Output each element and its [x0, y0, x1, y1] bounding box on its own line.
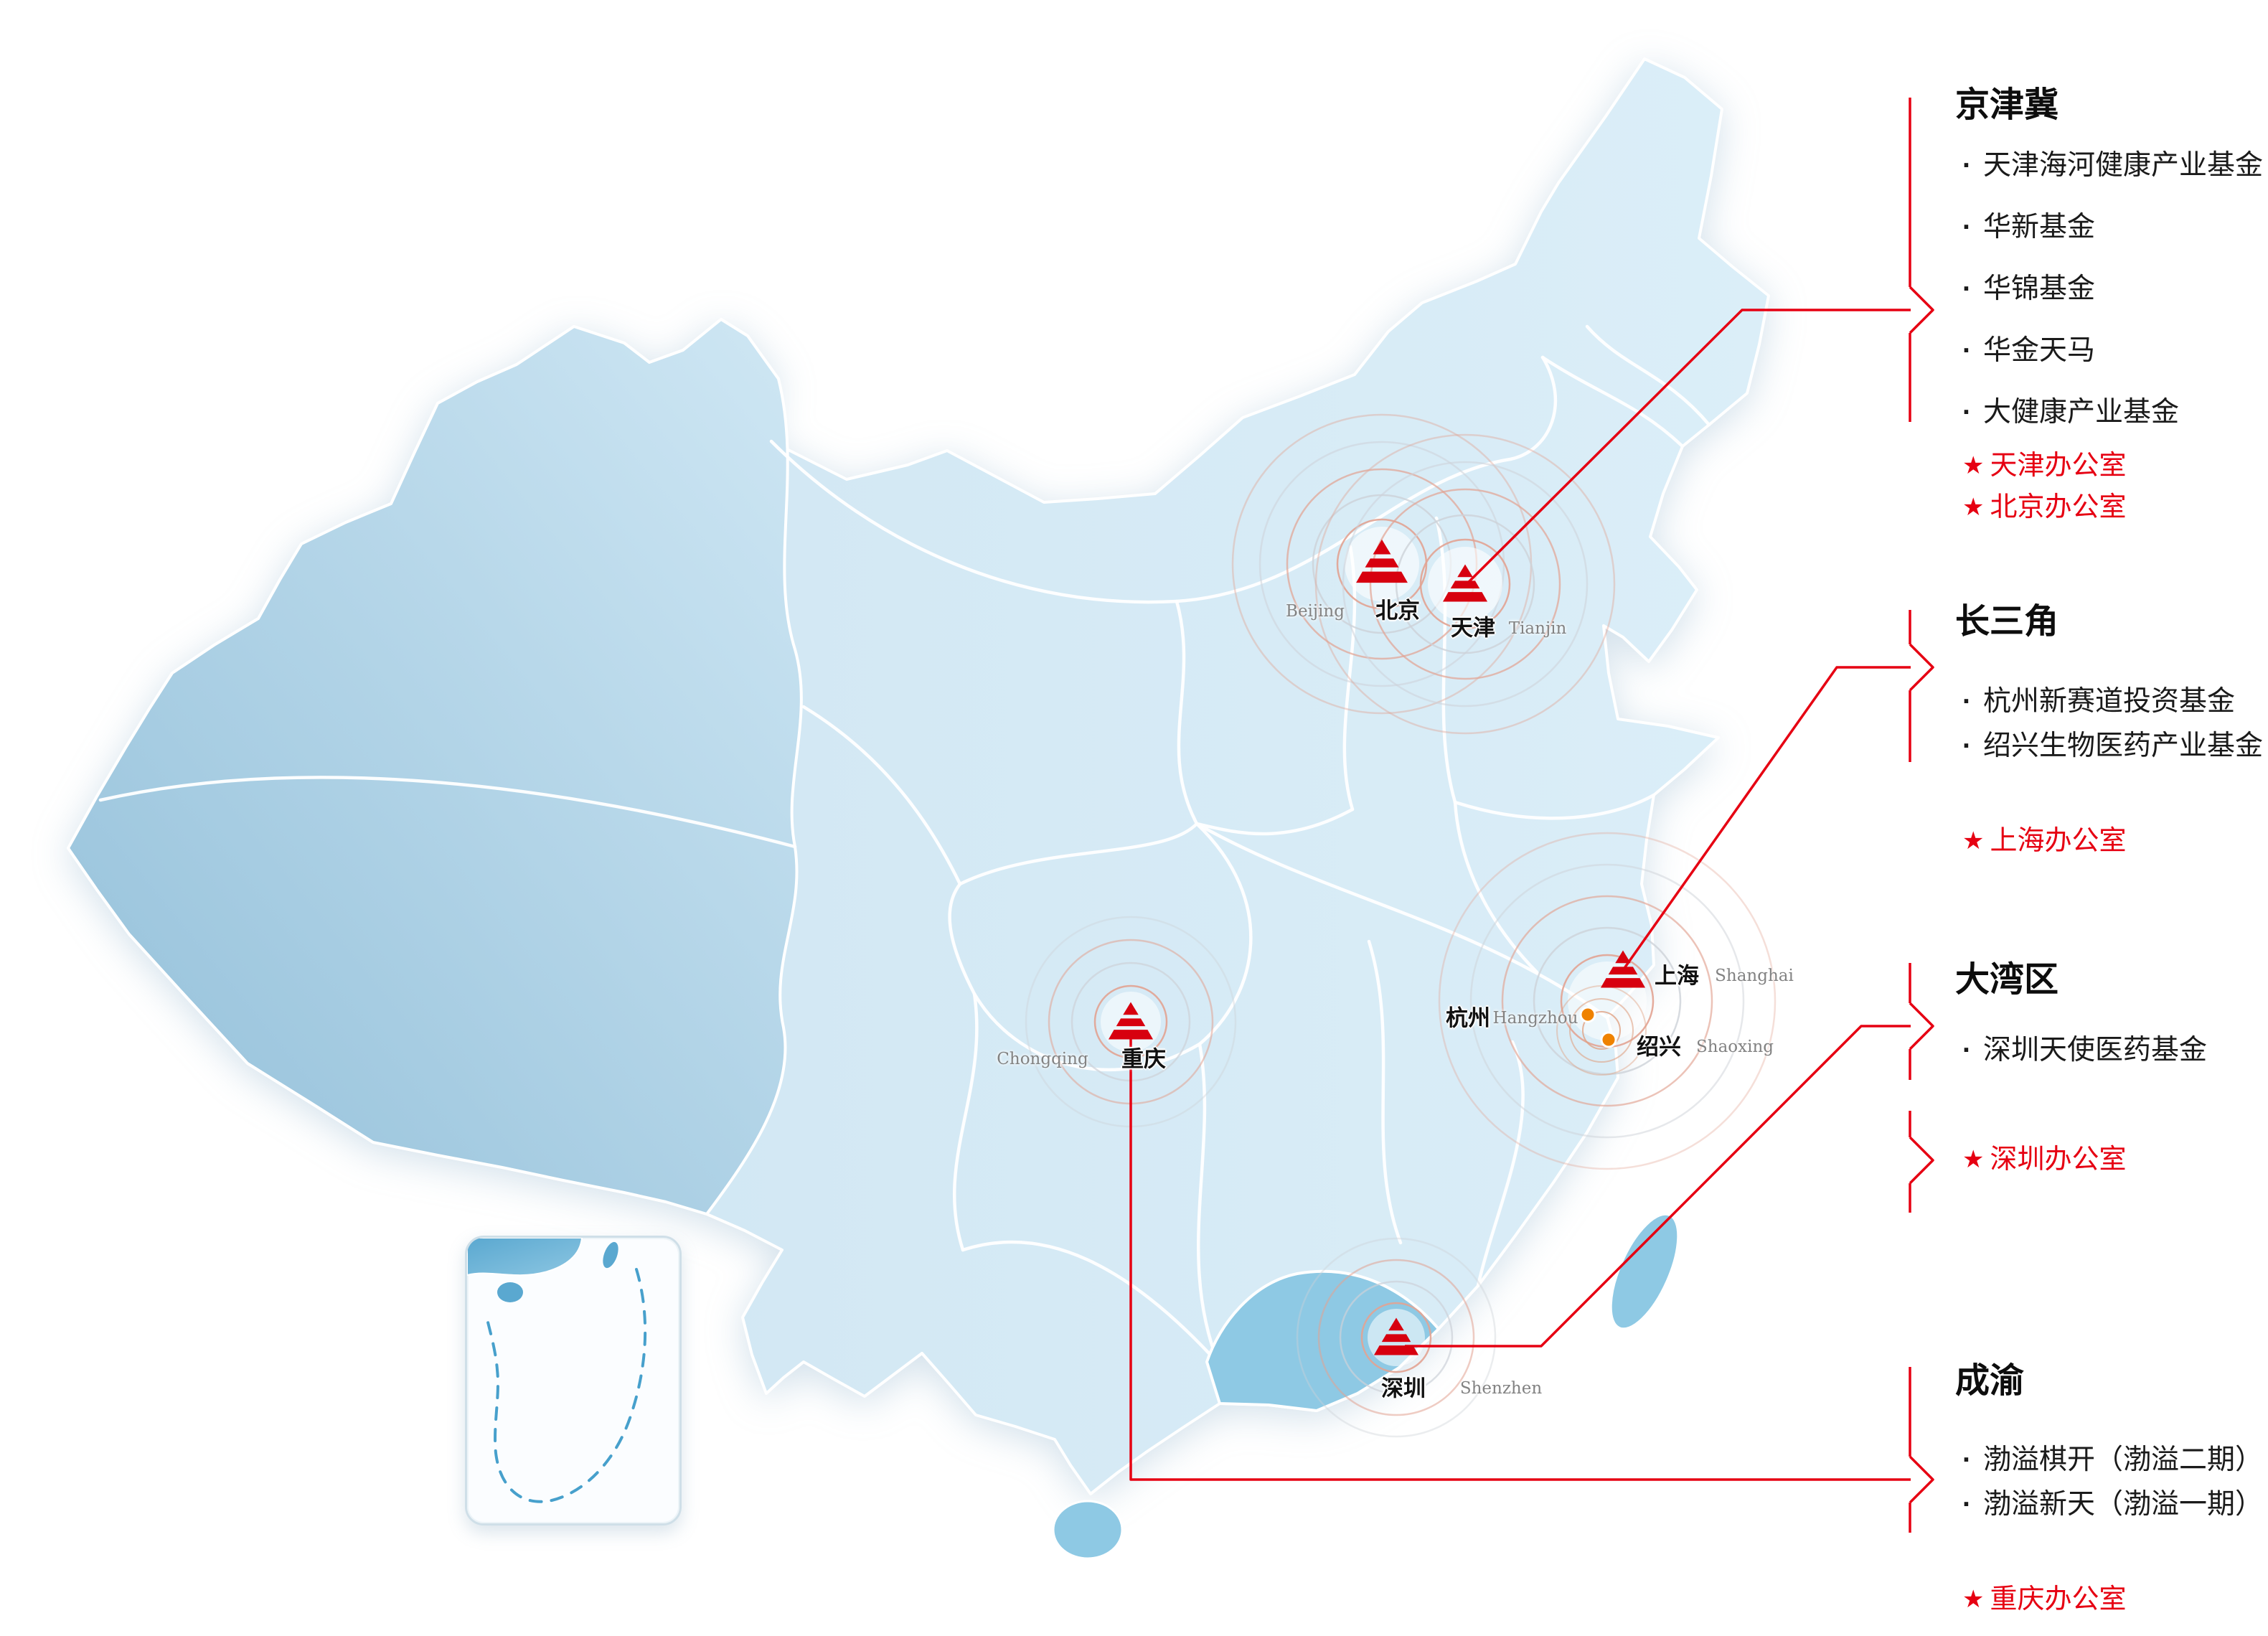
city-label-chongqing-en: Chongqing [997, 1050, 1088, 1068]
city-label-shaoxing-en: Shaoxing [1696, 1038, 1774, 1056]
south-china-sea-map [467, 1238, 647, 1503]
bullet-icon: · [1962, 1444, 1972, 1475]
city-label-tianjin-en: Tianjin [1508, 619, 1567, 638]
south-china-sea-inset [465, 1236, 682, 1525]
bullet-icon: · [1962, 397, 1972, 428]
bullet-icon: · [1962, 335, 1972, 366]
bullet-icon: · [1962, 150, 1972, 181]
fund-list: · 天津海河健康产业基金 · 华新基金 · 华锦基金 · 华金天马 · 大健康产业基金 [1955, 135, 2268, 443]
region-title: 成渝 [1955, 1362, 2025, 1400]
office-item: ★上海办公室 [1962, 820, 2268, 862]
bullet-icon: · [1962, 730, 1972, 761]
office-name: 天津办公室 [1990, 451, 2127, 481]
fund-name: 华锦基金 [1983, 273, 2096, 304]
city-dot-hangzhou[interactable] [1579, 1006, 1596, 1023]
connector-dawanqu [1405, 1025, 1911, 1348]
fund-item: · 绍兴生物医药产业基金 [1962, 724, 2268, 768]
fund-name: 杭州新赛道投资基金 [1983, 686, 2236, 717]
star-icon: ★ [1962, 1586, 1985, 1613]
fund-item: · 渤溢新天（渤溢一期） [1962, 1482, 2268, 1527]
region-block-dawanqu: 大湾区 · 深圳天使医药基金 ★深圳办公室 [1955, 961, 2268, 1180]
fund-list: · 深圳天使医药基金 [1955, 1028, 2268, 1073]
city-dot-shaoxing[interactable] [1600, 1031, 1617, 1048]
fund-list: · 杭州新赛道投资基金 · 绍兴生物医药产业基金 [1955, 680, 2268, 768]
fund-item: · 华新基金 [1962, 197, 2268, 258]
inset-hainan-island [497, 1282, 523, 1302]
fund-item: · 大健康产业基金 [1962, 382, 2268, 443]
ripple-shaoxing [1556, 985, 1647, 1076]
fund-name: 渤溢新天（渤溢一期） [1983, 1489, 2264, 1520]
star-icon: ★ [1962, 1146, 1985, 1173]
region-title: 长三角 [1955, 603, 2059, 641]
star-icon: ★ [1962, 452, 1985, 479]
star-icon: ★ [1962, 494, 1985, 521]
western-region [67, 318, 803, 1216]
region-line-changsanjiao [1909, 610, 1934, 762]
region-line-dawanqu-funds [1909, 963, 1934, 1080]
nine-dash-line [484, 1268, 647, 1503]
city-label-tianjin: 天津 [1451, 615, 1495, 641]
region-block-chengyu: 成渝 · 渤溢棋开（渤溢二期） · 渤溢新天（渤溢一期） ★重庆办公室 [1955, 1362, 2268, 1620]
region-title: 京津冀 [1955, 86, 2059, 124]
connector-changsanjiao [1622, 666, 1911, 972]
inset-taiwan-island [603, 1241, 618, 1269]
star-icon: ★ [1962, 827, 1985, 855]
region-line-jingjinji [1909, 98, 1934, 422]
office-item: ★天津办公室 [1962, 445, 2268, 486]
fund-item: · 天津海河健康产业基金 [1962, 135, 2268, 197]
office-list: ★上海办公室 [1955, 820, 2268, 862]
city-label-shenzhen: 深圳 [1381, 1376, 1426, 1401]
office-item: ★深圳办公室 [1962, 1139, 2268, 1180]
office-name: 上海办公室 [1990, 826, 2127, 856]
fund-item: · 杭州新赛道投资基金 [1962, 680, 2268, 724]
city-label-chongqing: 重庆 [1121, 1046, 1166, 1072]
province-borders [98, 324, 1711, 1365]
office-list: ★重庆办公室 [1955, 1579, 2268, 1620]
city-label-shanghai: 上海 [1655, 963, 1699, 989]
bullet-icon: · [1962, 212, 1972, 243]
fund-name: 大健康产业基金 [1983, 397, 2180, 428]
office-item: ★北京办公室 [1962, 486, 2268, 528]
office-list: ★深圳办公室 [1955, 1139, 2268, 1180]
office-item: ★重庆办公室 [1962, 1579, 2268, 1620]
city-label-shaoxing: 绍兴 [1637, 1034, 1681, 1060]
city-label-shanghai-en: Shanghai [1715, 967, 1794, 985]
fund-name: 渤溢棋开（渤溢二期） [1983, 1444, 2264, 1475]
fund-item: · 渤溢棋开（渤溢二期） [1962, 1438, 2268, 1482]
office-name: 北京办公室 [1990, 492, 2127, 522]
office-list: ★天津办公室 ★北京办公室 [1955, 445, 2268, 528]
fund-list: · 渤溢棋开（渤溢二期） · 渤溢新天（渤溢一期） [1955, 1438, 2268, 1527]
region-line-dawanqu-office [1909, 1111, 1934, 1213]
fund-name: 绍兴生物医药产业基金 [1983, 730, 2264, 761]
bullet-icon: · [1962, 686, 1972, 717]
taiwan-island [1609, 1213, 1680, 1330]
fund-name: 华金天马 [1983, 335, 2096, 366]
bullet-icon: · [1962, 1035, 1972, 1066]
city-label-hangzhou: 杭州 [1446, 1005, 1490, 1031]
region-block-changsanjiao: 长三角 · 杭州新赛道投资基金 · 绍兴生物医药产业基金 ★上海办公室 [1955, 603, 2268, 862]
connector-chengyu [1129, 1032, 1911, 1481]
fund-item: · 深圳天使医药基金 [1962, 1028, 2268, 1073]
fund-name: 华新基金 [1983, 212, 2096, 243]
city-label-beijing-en: Beijing [1286, 602, 1345, 621]
office-name: 重庆办公室 [1990, 1584, 2127, 1614]
fund-item: · 华锦基金 [1962, 258, 2268, 320]
bullet-icon: · [1962, 273, 1972, 304]
city-label-hangzhou-en: Hangzhou [1492, 1009, 1578, 1028]
fund-name: 深圳天使医药基金 [1983, 1035, 2208, 1066]
bullet-icon: · [1962, 1489, 1972, 1520]
region-line-chengyu [1909, 1367, 1934, 1533]
inset-mainland [467, 1238, 583, 1277]
city-label-beijing: 北京 [1375, 598, 1420, 624]
region-title: 大湾区 [1955, 961, 2059, 999]
city-label-shenzhen-en: Shenzhen [1459, 1379, 1543, 1398]
connector-jingjinji [1467, 309, 1911, 584]
region-block-jingjinji: 京津冀 · 天津海河健康产业基金 · 华新基金 · 华锦基金 · 华金天马 · 大健康产业… [1955, 86, 2268, 528]
fund-name: 天津海河健康产业基金 [1983, 150, 2264, 181]
fund-item: · 华金天马 [1962, 320, 2268, 382]
hainan-island [1052, 1500, 1124, 1560]
office-name: 深圳办公室 [1990, 1144, 2127, 1175]
